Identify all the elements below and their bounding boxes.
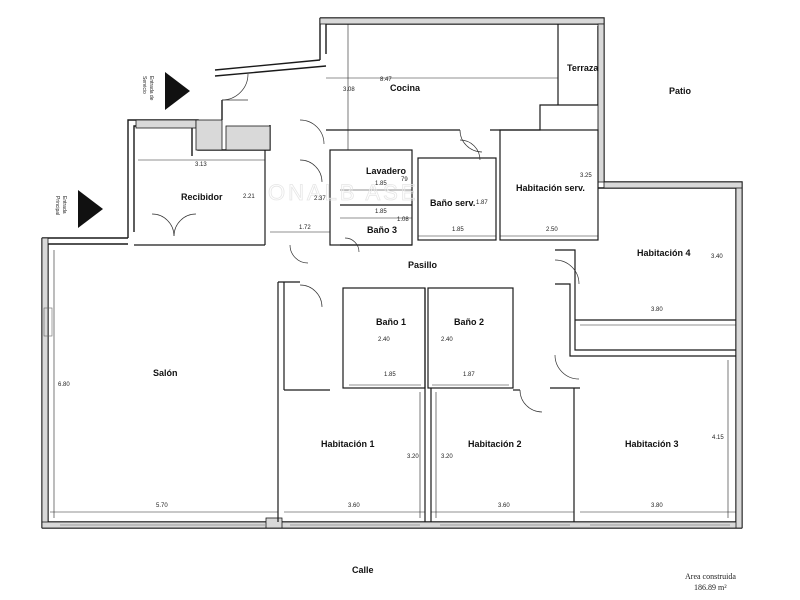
- dim-hab4-height: 3.40: [711, 254, 723, 260]
- dim-bano1-height: 2.40: [378, 337, 390, 343]
- dim-bano2-width: 1.87: [463, 372, 475, 378]
- entrance-arrow-icon: [165, 72, 190, 110]
- room-label-salon: Salón: [153, 368, 178, 378]
- room-label-habitacion-3: Habitación 3: [625, 439, 679, 449]
- dim-cocina-height: 3.08: [343, 87, 355, 93]
- dim-hab1-height: 3.20: [407, 454, 419, 460]
- room-label-patio: Patio: [669, 86, 692, 96]
- entrance-servicio-label-2: Servicio: [141, 76, 147, 94]
- windows: [43, 307, 730, 526]
- entrance-servicio: Entrada de Servicio: [141, 72, 190, 110]
- dim-hab4-width: 3.80: [651, 307, 663, 313]
- room-label-bano-1: Baño 1: [376, 317, 406, 327]
- room-label-bano-3: Baño 3: [367, 225, 397, 235]
- dim-lavadero-depth: 79: [401, 177, 408, 183]
- dim-hab2-height: 3.20: [441, 454, 453, 460]
- wall-fills: [41, 17, 743, 529]
- room-label-bano-serv: Baño serv.: [430, 198, 475, 208]
- dim-bano-serv-width: 1.85: [452, 227, 464, 233]
- dim-hab1-width: 3.60: [348, 503, 360, 509]
- room-label-habitacion-serv: Habitación serv.: [516, 183, 585, 193]
- entrance-principal-label-2: Principal: [54, 196, 60, 215]
- dim-bano3-height: 1.08: [397, 217, 409, 223]
- dim-lavadero-width: 1.85: [375, 181, 387, 187]
- area-value: 186.89 m²: [694, 583, 727, 592]
- dimension-lines: [50, 24, 736, 518]
- room-label-recibidor: Recibidor: [181, 192, 223, 202]
- dim-hab3-height: 4.15: [712, 435, 724, 441]
- room-label-cocina: Cocina: [390, 83, 421, 93]
- dim-hab-serv-width: 2.50: [546, 227, 558, 233]
- watermark: ONALB ASE: [268, 180, 419, 205]
- area-summary: Area construida 186.89 m²: [685, 572, 736, 592]
- street-label-calle: Calle: [352, 565, 374, 575]
- dim-bano1-width: 1.85: [384, 372, 396, 378]
- room-label-bano-2: Baño 2: [454, 317, 484, 327]
- dim-salon-height: 6.80: [58, 382, 70, 388]
- entrance-arrow-icon: [78, 190, 103, 228]
- dim-bano-serv-height: 1.87: [476, 200, 488, 206]
- entrance-principal-label-1: Entrada: [61, 196, 67, 214]
- room-label-habitacion-4: Habitación 4: [637, 248, 691, 258]
- room-label-pasillo: Pasillo: [408, 260, 438, 270]
- dim-corridor-width: 1.72: [299, 225, 311, 231]
- dim-hab-serv-height: 3.25: [580, 173, 592, 179]
- dim-hab3-width: 3.80: [651, 503, 663, 509]
- dimension-labels: 8.47 3.08 3.13 2.21 1.85 79 2.37 1.85 1.…: [58, 77, 724, 509]
- doors: [151, 73, 580, 413]
- dim-recibidor-width: 3.13: [195, 162, 207, 168]
- entrance-servicio-label-1: Entrada de: [148, 76, 154, 101]
- dim-cocina-width: 8.47: [380, 77, 392, 83]
- room-labels: Cocina Terraza Patio Lavadero Recibidor …: [153, 63, 692, 575]
- dim-salon-width: 5.70: [156, 503, 168, 509]
- room-label-terraza: Terraza: [567, 63, 599, 73]
- area-label: Area construida: [685, 572, 736, 581]
- room-label-lavadero: Lavadero: [366, 166, 407, 176]
- entrance-principal: Entrada Principal: [54, 190, 103, 228]
- dim-bano2-height: 2.40: [441, 337, 453, 343]
- room-label-habitacion-2: Habitación 2: [468, 439, 522, 449]
- outer-walls: [41, 17, 743, 529]
- dim-bano3-width: 1.85: [375, 209, 387, 215]
- dim-recibidor-height: 2.21: [243, 194, 255, 200]
- dim-lavadero-height: 2.37: [314, 196, 326, 202]
- dim-hab2-width: 3.60: [498, 503, 510, 509]
- room-label-habitacion-1: Habitación 1: [321, 439, 375, 449]
